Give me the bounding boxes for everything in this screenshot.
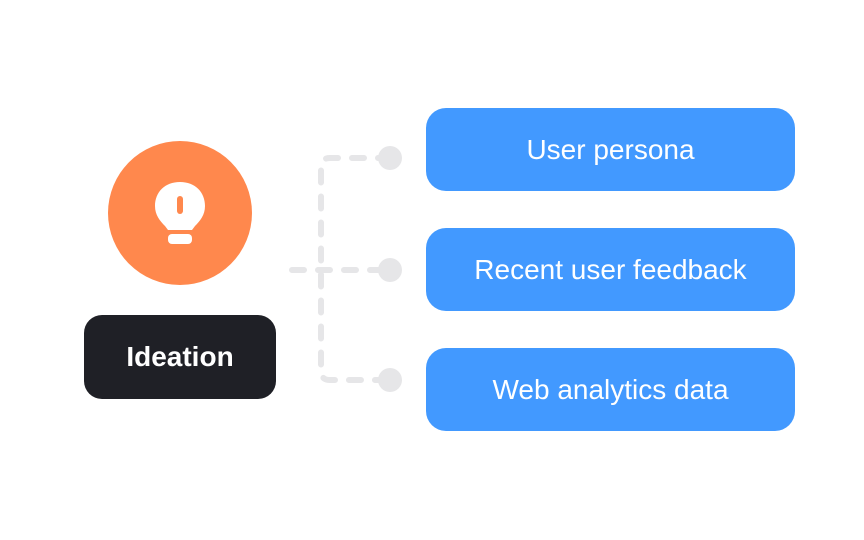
lightbulb-badge	[108, 141, 252, 285]
ideation-label: Ideation	[84, 315, 276, 399]
connector-dot	[378, 258, 402, 282]
connector-dot	[378, 146, 402, 170]
branch-user-persona: User persona	[426, 108, 795, 191]
branch-recent-user-feedback: Recent user feedback	[426, 228, 795, 311]
lightbulb-icon	[155, 182, 205, 244]
connector-dot	[378, 368, 402, 392]
branch-web-analytics-data: Web analytics data	[426, 348, 795, 431]
